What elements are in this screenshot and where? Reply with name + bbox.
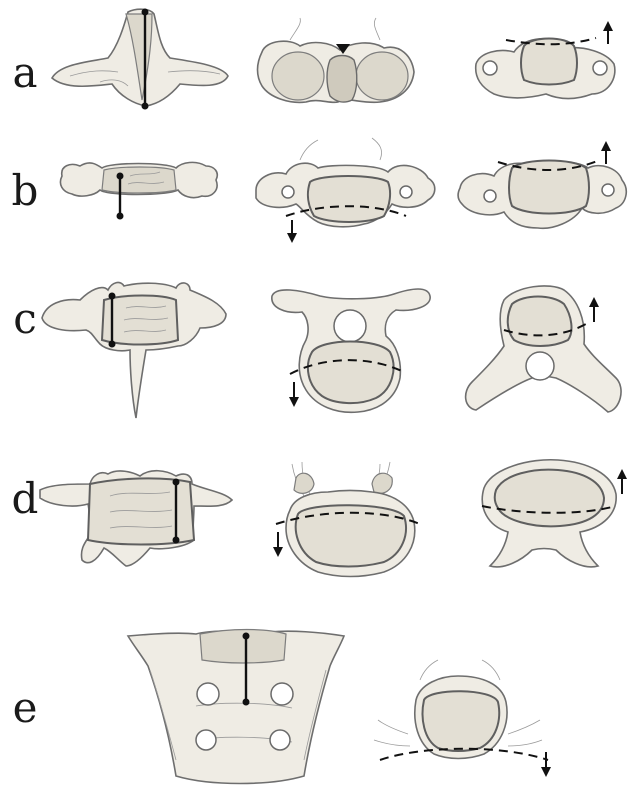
measure-endpoint-bottom-c [109, 341, 116, 348]
vertebra-d-inferior-view [482, 460, 622, 567]
vertebra-a-lateral-view [52, 9, 228, 110]
sacrum-anterior-view [128, 630, 344, 784]
measure-endpoint-bottom-b [117, 213, 124, 220]
vertebra-d-lateral-view [40, 471, 232, 566]
vertebra-b-inferior-view [458, 146, 626, 228]
vertebra-d-superior-view [276, 462, 420, 577]
measure-endpoint-bottom-e [243, 699, 250, 706]
vertebra-c-superior-view [272, 289, 430, 412]
measure-endpoint-top-d [173, 479, 180, 486]
vertebra-b-superior-view [256, 138, 435, 238]
measure-endpoint-top-c [109, 293, 116, 300]
measure-endpoint-top-a [142, 9, 149, 16]
vertebra-c-inferior-view [466, 286, 621, 412]
measure-endpoint-top-e [243, 633, 250, 640]
vertebra-b-lateral-view [60, 162, 217, 219]
vertebra-c-lateral-view [42, 283, 226, 418]
vertebra-a-inferior-view [476, 26, 615, 99]
sacrum-superior-view [374, 660, 548, 772]
measure-endpoint-top-b [117, 173, 124, 180]
measure-endpoint-bottom-d [173, 537, 180, 544]
vertebra-a-superior-view [258, 18, 415, 102]
measure-endpoint-bottom-a [142, 103, 149, 110]
